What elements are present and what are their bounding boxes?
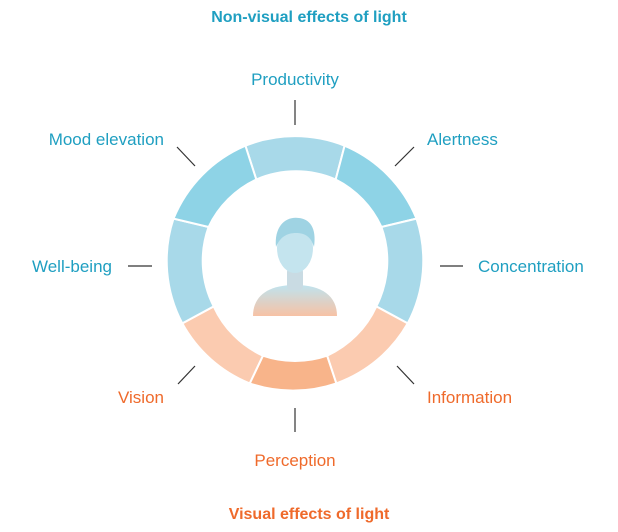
- person-icon: [253, 217, 337, 316]
- label-information: Information: [427, 388, 512, 407]
- label-perception: Perception: [254, 451, 335, 470]
- segment-well-being: [165, 217, 216, 325]
- connector-lines: [128, 100, 463, 432]
- segment-information: [325, 305, 410, 385]
- non-visual-effects-title: Non-visual effects of light: [211, 9, 407, 26]
- segment-alertness: [334, 144, 418, 229]
- label-vision: Vision: [118, 388, 164, 407]
- segment-concentration: [374, 217, 425, 325]
- visual-effects-title: Visual effects of light: [228, 506, 390, 523]
- label-productivity: Productivity: [251, 70, 339, 89]
- label-mood-elevation: Mood elevation: [49, 130, 164, 149]
- connector-vision: [177, 365, 196, 385]
- segment-mood-elevation: [172, 144, 258, 229]
- segment-productivity: [244, 135, 346, 181]
- segment-perception: [248, 354, 338, 392]
- label-alertness: Alertness: [427, 130, 498, 149]
- connector-mood-elevation: [176, 146, 196, 167]
- effects-ring: [165, 135, 425, 392]
- connector-alertness: [394, 146, 415, 167]
- label-well-being: Well-being: [32, 257, 112, 276]
- connector-information: [396, 365, 415, 385]
- label-concentration: Concentration: [478, 257, 584, 276]
